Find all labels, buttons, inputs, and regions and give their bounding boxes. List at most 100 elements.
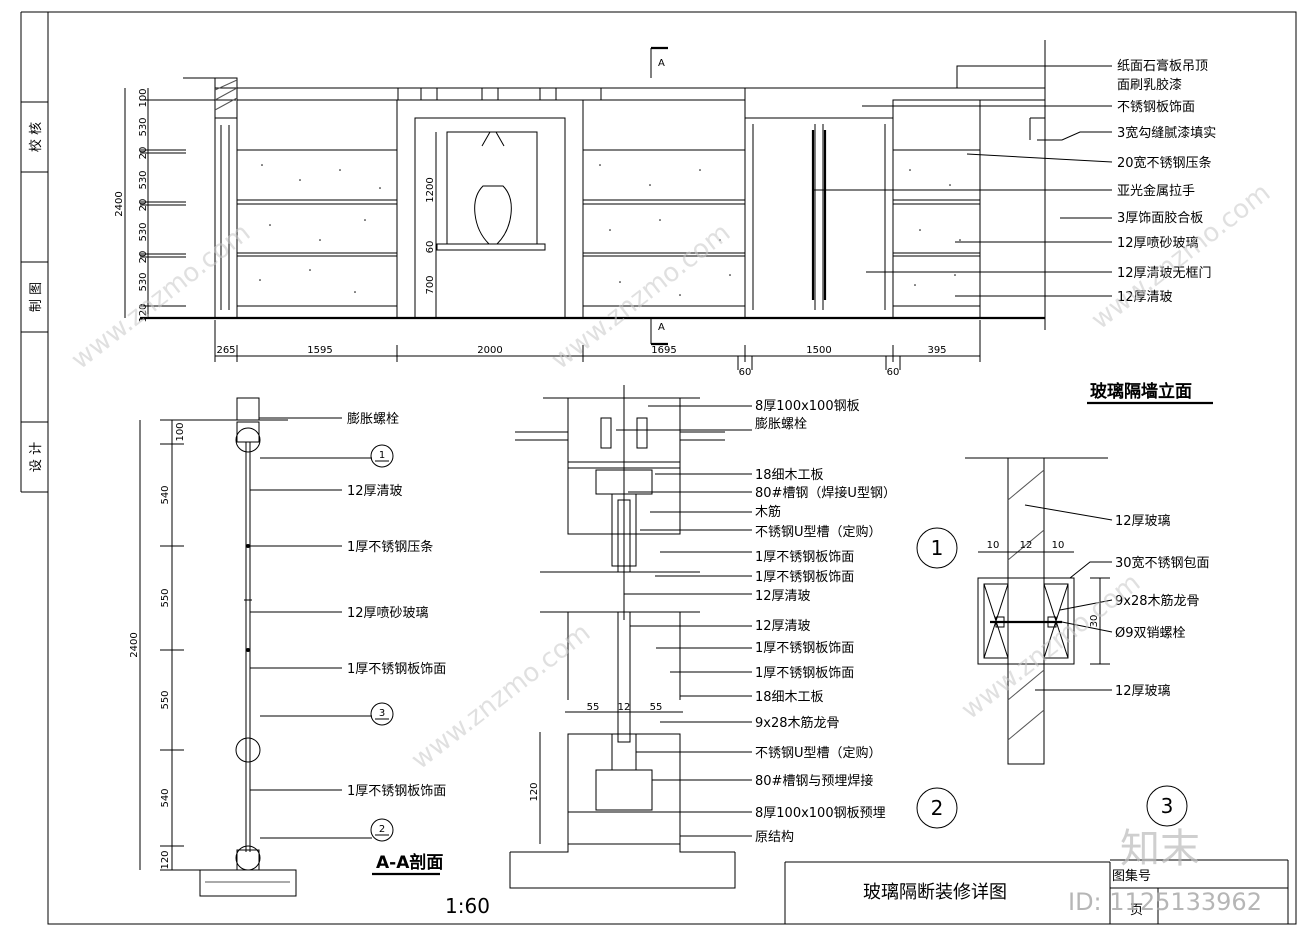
svg-text:120: 120 [529, 782, 540, 801]
svg-text:9x28木筋龙骨: 9x28木筋龙骨 [755, 715, 840, 731]
svg-text:1厚不锈钢板饰面: 1厚不锈钢板饰面 [755, 666, 854, 681]
detail-circle-1 [916, 527, 958, 569]
vase-icon [474, 185, 512, 245]
detail-circle-2 [916, 787, 958, 829]
svg-text:12厚喷砂玻璃: 12厚喷砂玻璃 [347, 606, 429, 621]
svg-text:8厚100x100钢板: 8厚100x100钢板 [755, 399, 860, 414]
svg-text:395: 395 [927, 345, 946, 356]
frosted-panel [892, 255, 981, 307]
frosted-panel [582, 149, 746, 201]
glass-door [744, 117, 894, 319]
svg-text:20: 20 [138, 199, 149, 212]
watermark-id: ID: 1125133962 [1068, 888, 1262, 916]
svg-text:膨胀螺栓: 膨胀螺栓 [347, 412, 399, 427]
drawing-title: 玻璃隔断装修详图 [863, 882, 1007, 903]
title-block: 玻璃隔断装修详图 图集号 页 [784, 859, 1289, 924]
svg-text:1厚不锈钢压条: 1厚不锈钢压条 [347, 539, 433, 555]
frosted-panel [892, 149, 981, 201]
svg-text:1厚不锈钢板饰面: 1厚不锈钢板饰面 [755, 641, 854, 656]
svg-text:1500: 1500 [806, 345, 831, 356]
svg-text:265: 265 [216, 345, 235, 356]
svg-text:1595: 1595 [307, 345, 332, 356]
section-marker-top: A [658, 58, 665, 69]
svg-text:膨胀螺栓: 膨胀螺栓 [755, 417, 807, 432]
svg-text:8厚100x100钢板预埋: 8厚100x100钢板预埋 [755, 806, 886, 821]
detail-circle-3 [1146, 785, 1188, 827]
frosted-dots [259, 164, 961, 296]
svg-text:1厚不锈钢板饰面: 1厚不锈钢板饰面 [755, 570, 854, 585]
section-aa-title: A-A剖面 [376, 852, 443, 873]
svg-text:1厚不锈钢板饰面: 1厚不锈钢板饰面 [347, 662, 446, 677]
section-marker-bottom: A [658, 322, 665, 333]
svg-text:9x28木筋龙骨: 9x28木筋龙骨 [1115, 593, 1200, 609]
svg-text:100: 100 [138, 88, 149, 107]
svg-text:10: 10 [987, 540, 1000, 551]
elevation-view: A A 100 530 20 530 20 530 20 530 120 240… [114, 40, 1216, 405]
svg-text:20: 20 [138, 147, 149, 160]
svg-text:30: 30 [1089, 615, 1100, 628]
svg-text:2: 2 [379, 824, 385, 835]
atlas-number-label: 图集号 [1112, 868, 1151, 884]
svg-text:3厚饰面胶合板: 3厚饰面胶合板 [1117, 210, 1203, 226]
detail-top-view: 8厚100x100钢板 膨胀螺栓 18细木工板 80#槽钢（焊接U型钢） 木筋 … [515, 385, 896, 620]
page-label: 页 [1130, 903, 1143, 918]
elevation-overall-height: 2400 [114, 191, 125, 216]
section-aa-view: 100 540 550 550 540 120 2400 1 3 2 膨胀螺栓 … [129, 397, 490, 918]
callout-circle [370, 444, 394, 468]
svg-text:100: 100 [175, 422, 186, 441]
svg-text:1厚不锈钢板饰面: 1厚不锈钢板饰面 [755, 550, 854, 565]
svg-text:550: 550 [160, 588, 171, 607]
sidebar-draw: 制 图 [29, 282, 44, 312]
svg-text:木筋: 木筋 [755, 504, 781, 520]
svg-text:1厚不锈钢板饰面: 1厚不锈钢板饰面 [347, 784, 446, 799]
detail-joint-view: 30 10 12 10 12厚玻璃 30宽不锈钢包面 9x28木筋龙骨 Ø9双销… [965, 457, 1210, 765]
svg-text:12: 12 [1020, 540, 1033, 551]
watermark-brand: 知末 [1120, 826, 1200, 872]
sidebar-check: 校 核 [28, 122, 44, 152]
svg-text:2: 2 [931, 796, 944, 820]
svg-text:30宽不锈钢包面: 30宽不锈钢包面 [1115, 555, 1210, 571]
svg-text:12厚清玻无框门: 12厚清玻无框门 [1117, 266, 1212, 281]
svg-text:3宽勾缝腻漆填实: 3宽勾缝腻漆填实 [1117, 125, 1216, 141]
svg-text:面刷乳胶漆: 面刷乳胶漆 [1117, 77, 1182, 93]
svg-text:60: 60 [739, 367, 752, 378]
svg-text:1200: 1200 [425, 177, 436, 202]
svg-text:120: 120 [138, 303, 149, 322]
svg-text:原结构: 原结构 [755, 830, 794, 845]
svg-text:80#槽钢（焊接U型钢）: 80#槽钢（焊接U型钢） [755, 485, 896, 501]
svg-text:60: 60 [425, 241, 436, 254]
glass-hatch [1007, 457, 1045, 765]
sheet-border [47, 11, 1297, 925]
svg-text:12厚玻璃: 12厚玻璃 [1115, 514, 1171, 529]
svg-text:700: 700 [425, 275, 436, 294]
svg-text:530: 530 [138, 222, 149, 241]
frosted-panel [236, 149, 398, 201]
elevation-title: 玻璃隔墙立面 [1090, 381, 1192, 402]
scale-label: 1:60 [445, 894, 490, 918]
svg-text:530: 530 [138, 170, 149, 189]
svg-text:20: 20 [138, 251, 149, 264]
svg-text:不锈钢U型槽（定购）: 不锈钢U型槽（定购） [755, 524, 882, 540]
watermark-text: www.znzmo.com [1086, 178, 1276, 336]
svg-text:12厚清玻: 12厚清玻 [1117, 290, 1173, 305]
frosted-panel [892, 203, 981, 254]
svg-text:120: 120 [160, 850, 171, 869]
svg-text:550: 550 [160, 690, 171, 709]
svg-text:1: 1 [931, 536, 944, 560]
svg-text:3: 3 [1161, 794, 1174, 818]
watermark-text: www.znzmo.com [546, 218, 736, 376]
svg-text:1: 1 [379, 450, 385, 461]
svg-text:10: 10 [1052, 540, 1065, 551]
svg-text:12厚清玻: 12厚清玻 [347, 484, 403, 499]
svg-text:不锈钢U型槽（定购）: 不锈钢U型槽（定购） [755, 745, 882, 761]
svg-text:20宽不锈钢压条: 20宽不锈钢压条 [1117, 155, 1212, 171]
svg-text:3: 3 [379, 708, 385, 719]
svg-text:60: 60 [887, 367, 900, 378]
callout-circle [370, 702, 394, 726]
sidebar-design: 设 计 [29, 442, 44, 472]
svg-text:12厚玻璃: 12厚玻璃 [1115, 684, 1171, 699]
svg-text:530: 530 [138, 117, 149, 136]
frosted-panel [236, 255, 398, 307]
svg-text:80#槽钢与预埋焊接: 80#槽钢与预埋焊接 [755, 773, 873, 789]
